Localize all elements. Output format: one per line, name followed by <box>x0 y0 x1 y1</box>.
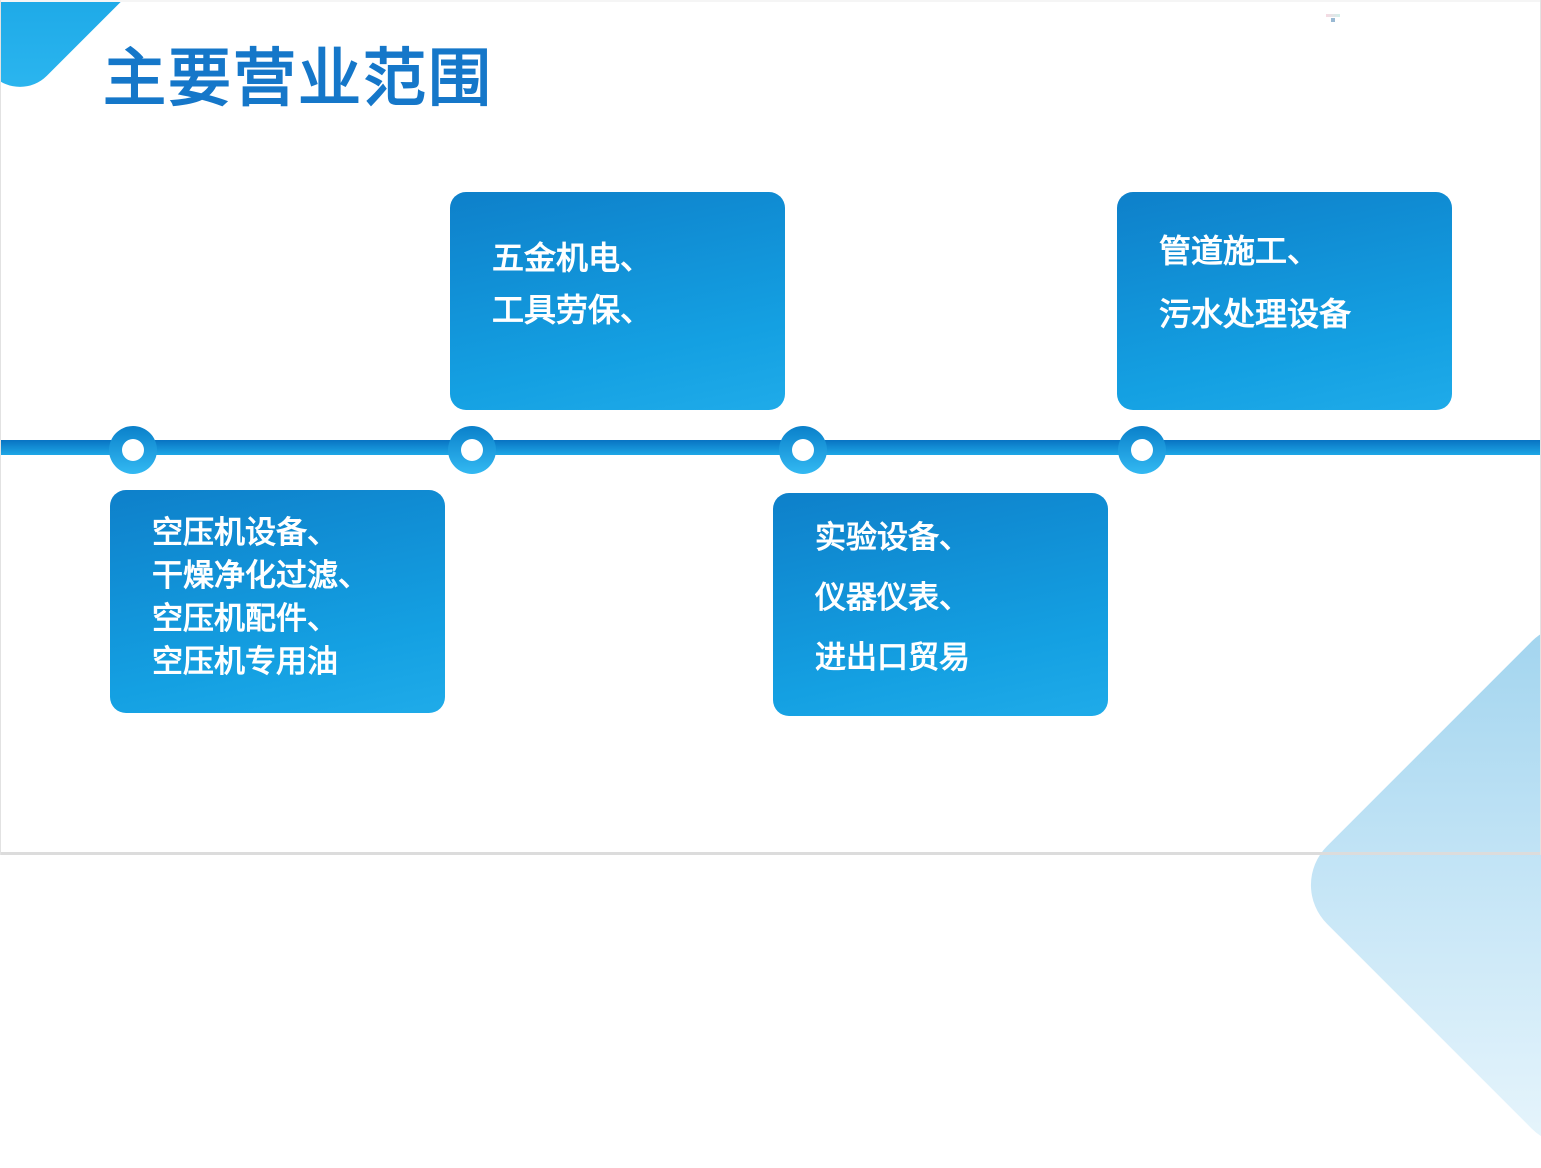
artifact-dot <box>1331 18 1335 22</box>
card-line: 管道施工、 <box>1159 233 1320 269</box>
timeline-node-1 <box>109 426 157 474</box>
artifact-smudge <box>1326 14 1340 17</box>
timeline-node-2-center <box>461 439 483 461</box>
card-line: 实验设备、 <box>815 520 970 555</box>
timeline-line <box>0 440 1541 455</box>
business-card-hardware: 五金机电、 工具劳保、 <box>450 192 785 410</box>
timeline-node-4-center <box>1131 439 1153 461</box>
card-line: 空压机专用油 <box>152 644 338 679</box>
business-card-lab-equipment: 实验设备、 仪器仪表、 进出口贸易 <box>773 493 1108 716</box>
business-card-pipeline: 管道施工、 污水处理设备 <box>1117 192 1452 410</box>
card-line: 工具劳保、 <box>492 292 653 328</box>
card-line: 空压机设备、 <box>152 515 338 550</box>
page-edge-top <box>0 0 1541 2</box>
timeline-node-2 <box>448 426 496 474</box>
card-line: 进出口贸易 <box>815 640 970 675</box>
artifact-mark <box>1326 14 1342 24</box>
card-line: 五金机电、 <box>492 240 653 276</box>
card-line: 干燥净化过滤、 <box>152 558 369 593</box>
slide-title: 主要营业范围 <box>103 44 493 114</box>
timeline-node-4 <box>1118 426 1166 474</box>
timeline-node-3 <box>779 426 827 474</box>
card-line: 空压机配件、 <box>152 601 338 636</box>
timeline-node-3-center <box>792 439 814 461</box>
timeline-node-1-center <box>122 439 144 461</box>
corner-decoration-bottom-right <box>1288 602 1541 1168</box>
page-edge-bottom <box>0 852 1541 855</box>
business-card-compressor: 空压机设备、 干燥净化过滤、 空压机配件、 空压机专用油 <box>110 490 445 713</box>
card-line: 污水处理设备 <box>1159 296 1352 332</box>
card-line: 仪器仪表、 <box>815 580 970 615</box>
page-edge-left <box>0 0 1 855</box>
